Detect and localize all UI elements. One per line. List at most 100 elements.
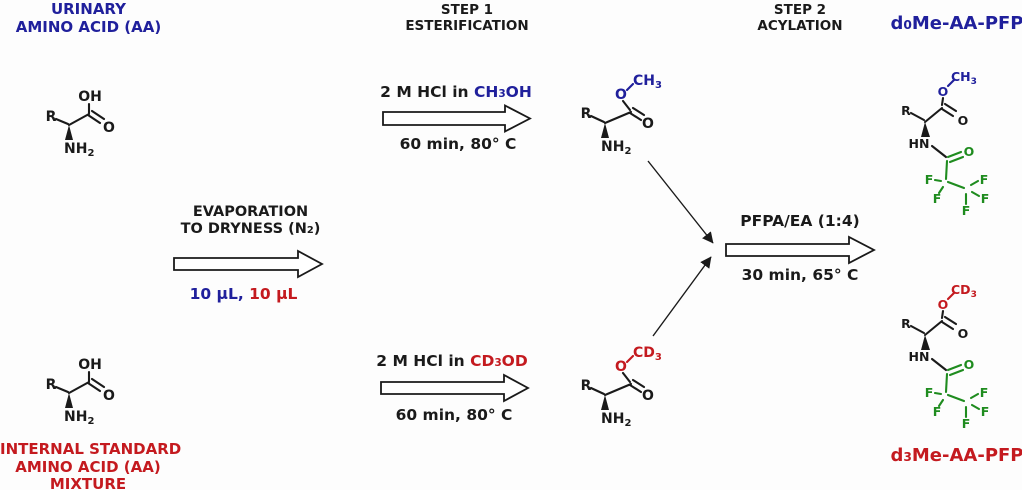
- converge-arrow-top: [647, 160, 714, 244]
- conditions-step1-bottom: 60 min, 80° C: [395, 406, 513, 424]
- atom-nh2: NH2: [601, 139, 631, 157]
- atom-f1: F: [925, 385, 934, 400]
- acylation-conditions: 30 min, 65° C: [741, 266, 859, 284]
- solvent-main: CH: [473, 83, 499, 101]
- bonds: [589, 354, 646, 410]
- d0me-aa-pfp-structure: CH3 O R O HN O F F F F F: [901, 69, 990, 218]
- atom-o-ester: O: [938, 297, 949, 312]
- step2-title: STEP 2 ACYLATION: [710, 2, 890, 34]
- atom-r: R: [901, 103, 911, 118]
- step1-line2: ESTERIFICATION: [405, 18, 529, 34]
- bonds: [54, 102, 106, 140]
- step2-line1: STEP 2: [773, 2, 827, 18]
- reagent-step1-bottom: 2 M HCl in CD3OD: [357, 352, 547, 370]
- atom-r: R: [581, 106, 592, 122]
- atom-hn: HN: [909, 349, 930, 364]
- bonds: [909, 78, 981, 206]
- d0-suffix: Me-AA-PFP: [911, 13, 1022, 34]
- atom-o: O: [958, 326, 969, 341]
- d3-prefix: d: [890, 445, 904, 466]
- evaporation-label: EVAPORATION TO DRYNESS (N2): [163, 204, 338, 238]
- wedge-bond: [921, 122, 930, 137]
- methyl-d3-ester-structure: CD3 O R O NH2: [581, 345, 662, 429]
- urinary-amino-acid-label: URINARY AMINO ACID (AA): [0, 0, 177, 36]
- atom-o: O: [642, 388, 654, 404]
- wedge-bond: [65, 393, 73, 408]
- atom-hn: HN: [909, 136, 930, 151]
- product-d0-label: d0Me-AA-PFP: [890, 13, 1022, 34]
- evap-line2: TO DRYNESS (N2): [163, 221, 338, 238]
- atom-f4: F: [981, 404, 990, 419]
- atom-o: O: [958, 113, 969, 128]
- bonds: [909, 291, 981, 419]
- atom-o: O: [103, 120, 115, 136]
- atom-f3: F: [980, 385, 989, 400]
- atom-o-acyl: O: [964, 144, 975, 159]
- acylation-reagent: PFPA/EA (1:4): [740, 212, 860, 230]
- atom-f5: F: [962, 203, 971, 218]
- internal-line1: INTERNAL STANDARD: [0, 440, 182, 458]
- atom-f3: F: [980, 172, 989, 187]
- product-d3-label: d3Me-AA-PFP: [890, 445, 1022, 466]
- atom-o-ester: O: [615, 87, 627, 103]
- solvent-main-d3: CD: [470, 352, 495, 370]
- reagent-step1-top: 2 M HCl in CH3OH: [361, 83, 551, 101]
- evap-line2a: TO DRYNESS (N: [180, 221, 307, 237]
- reagent3-prefix: 2 M HCl in: [376, 352, 471, 370]
- atom-oh: OH: [78, 89, 102, 105]
- atom-r: R: [581, 378, 592, 394]
- atom-f4: F: [981, 191, 990, 206]
- atom-f1: F: [925, 172, 934, 187]
- amino-acid-structure-bottom: OH R O NH2: [46, 357, 115, 427]
- atom-o: O: [642, 116, 654, 132]
- solvent-end: OH: [505, 83, 532, 101]
- atom-ocd3-methyl: CD3: [951, 282, 977, 300]
- volume-blue: 10 μL,: [189, 285, 244, 303]
- esterification-arrow-bottom: [380, 373, 530, 403]
- methyl-ester-structure: CH3 O R O NH2: [581, 73, 662, 157]
- internal-standard-label: INTERNAL STANDARD AMINO ACID (AA) MIXTUR…: [0, 440, 182, 490]
- esterification-arrow-top: [382, 104, 532, 133]
- volumes-label: 10 μL, 10 μL: [156, 285, 331, 303]
- d0-subscript: 0: [903, 18, 912, 32]
- atom-nh2: NH2: [64, 409, 94, 427]
- evaporation-arrow: [173, 249, 324, 279]
- atom-nh2: NH2: [601, 411, 631, 429]
- d3-suffix: Me-AA-PFP: [911, 445, 1022, 466]
- urinary-line1: URINARY: [50, 0, 127, 18]
- solvent-sub-d3: 3: [494, 357, 502, 369]
- evap-line2b: ): [313, 221, 321, 237]
- step1-title: STEP 1 ESTERIFICATION: [372, 2, 562, 34]
- acylation-arrow: [725, 235, 876, 265]
- atom-r: R: [46, 109, 57, 125]
- internal-line3: MIXTURE: [49, 475, 127, 490]
- conditions-step1-top: 60 min, 80° C: [399, 135, 517, 153]
- atom-o-ester: O: [938, 84, 949, 99]
- atom-oh: OH: [78, 357, 102, 373]
- atom-o-ester: O: [615, 359, 627, 375]
- atom-r: R: [901, 316, 911, 331]
- atom-o-acyl: O: [964, 357, 975, 372]
- volume-red: 10 μL: [249, 285, 298, 303]
- step2-line2: ACYLATION: [757, 18, 843, 34]
- evap-line2-sub: 2: [306, 225, 314, 236]
- internal-line2: AMINO ACID (AA): [15, 457, 161, 476]
- solvent-sub: 3: [498, 88, 506, 100]
- urinary-line2: AMINO ACID (AA): [15, 18, 162, 36]
- d3me-aa-pfp-structure: CD3 O R O HN O F F F F F: [901, 282, 990, 431]
- atom-o: O: [103, 388, 115, 404]
- atom-och3-methyl: CH3: [951, 69, 977, 87]
- step1-line1: STEP 1: [440, 2, 494, 18]
- atom-f5: F: [962, 416, 971, 431]
- amino-acid-structure-top: OH R O NH2: [46, 89, 115, 159]
- atom-f2: F: [933, 404, 942, 419]
- atom-ocd3-methyl: CD3: [633, 345, 662, 363]
- reagent1-solvent: CH3OH: [474, 83, 532, 101]
- d3-subscript: 3: [903, 450, 912, 464]
- wedge-bond: [601, 395, 609, 410]
- atom-f2: F: [933, 191, 942, 206]
- reagent1-prefix: 2 M HCl in: [380, 83, 474, 101]
- evap-line1: EVAPORATION: [192, 204, 309, 220]
- atom-r: R: [46, 377, 57, 393]
